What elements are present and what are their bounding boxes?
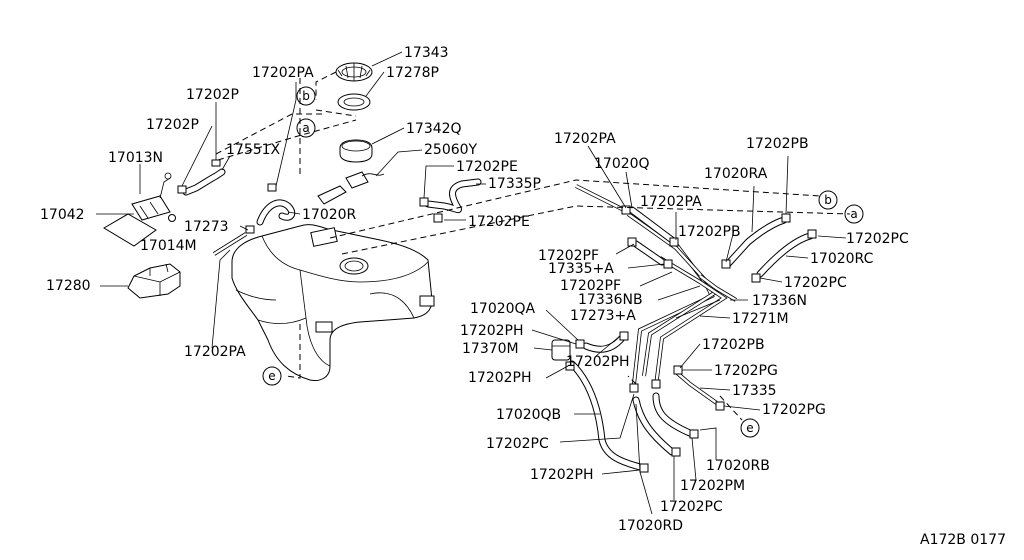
label-17202PF-1: 17202PF <box>538 248 599 264</box>
label-17020R: 17020R <box>302 207 357 223</box>
svg-text:b: b <box>302 89 310 103</box>
bracket-17280 <box>127 263 181 299</box>
callout-b-top: b <box>296 86 316 106</box>
label-17014M: 17014M <box>140 238 197 254</box>
label-17273A: 17273+A <box>570 308 636 324</box>
label-17202PA-top: 17202PA <box>252 65 314 81</box>
part-labels: 17343 17202PA 17278P 17202P 17202P 17342… <box>40 45 909 534</box>
callout-e-left: e <box>262 366 282 386</box>
clamps-right <box>565 205 817 473</box>
svg-text:a: a <box>302 121 309 135</box>
label-17202PH-2: 17202PH <box>566 354 630 370</box>
dashed-routing <box>215 71 851 421</box>
svg-text:b: b <box>824 193 832 207</box>
label-17336NB: 17336NB <box>578 292 643 308</box>
lock-ring-17343 <box>335 62 373 82</box>
label-17202PE-2: 17202PE <box>468 214 530 230</box>
label-17335A: 17335+A <box>548 261 614 277</box>
svg-text:e: e <box>746 421 753 435</box>
label-17202PC-3: 17202PC <box>486 436 549 452</box>
label-17335: 17335 <box>732 383 777 399</box>
clamps-left <box>177 159 277 234</box>
hose-17551X <box>182 168 226 196</box>
label-17202PA-r2: 17202PA <box>640 194 702 210</box>
label-17020QA: 17020QA <box>470 301 536 317</box>
label-17020RC: 17020RC <box>810 251 874 267</box>
label-17202PF-2: 17202PF <box>560 278 621 294</box>
hose-17020QA <box>582 334 626 353</box>
callout-a-top: a <box>296 118 316 138</box>
label-17202P-2: 17202P <box>146 117 199 133</box>
label-17202PB-2: 17202PB <box>746 136 809 152</box>
label-17202PC-1: 17202PC <box>846 231 909 247</box>
bracket-17014M <box>168 214 176 222</box>
hose-17020QB <box>568 360 648 472</box>
label-17202PG-2: 17202PG <box>762 402 826 418</box>
label-17202PM: 17202PM <box>680 478 745 494</box>
label-17280: 17280 <box>46 278 91 294</box>
sender-unit-17342Q <box>339 139 373 163</box>
fuel-pump-25060Y <box>317 171 385 205</box>
hose-17020RB <box>652 392 696 438</box>
label-17020QB: 17020QB <box>496 407 561 423</box>
label-17202PB-1: 17202PB <box>678 224 741 240</box>
label-17202PE-1: 17202PE <box>456 159 518 175</box>
label-17273: 17273 <box>184 219 229 235</box>
label-17202PA-r1: 17202PA <box>554 131 616 147</box>
label-17551X: 17551X <box>226 142 281 158</box>
label-17202P-1: 17202P <box>186 87 239 103</box>
callout-b-right: b <box>818 190 838 210</box>
hose-17020R <box>256 199 296 226</box>
label-17042: 17042 <box>40 207 85 223</box>
label-17013N: 17013N <box>108 150 163 166</box>
label-17202PC-4: 17202PC <box>660 499 723 515</box>
tube-17335 <box>674 370 720 406</box>
label-17202PH-3: 17202PH <box>468 370 532 386</box>
tube-17273 <box>212 232 248 256</box>
label-17335P: 17335P <box>488 176 541 192</box>
label-17020RB: 17020RB <box>706 458 770 474</box>
hose-17020RC <box>756 232 814 278</box>
packing-17278P <box>337 93 371 111</box>
reference-code: A172B 0177 <box>920 532 1006 548</box>
hose-17335A <box>632 240 666 266</box>
label-17202PA-left: 17202PA <box>184 344 246 360</box>
callout-a-right: a <box>844 204 864 224</box>
label-17343: 17343 <box>404 45 449 61</box>
fuel-pump-assembly-17042 <box>103 172 172 247</box>
label-17336N: 17336N <box>752 293 807 309</box>
label-17202PB-3: 17202PB <box>702 337 765 353</box>
label-17342Q: 17342Q <box>406 121 462 137</box>
svg-text:a: a <box>850 207 857 221</box>
label-17202PH-1: 17202PH <box>460 323 524 339</box>
label-17370M: 17370M <box>462 341 519 357</box>
hose-17020RD <box>632 396 676 456</box>
label-17278P: 17278P <box>386 65 439 81</box>
label-25060Y: 25060Y <box>424 142 478 158</box>
callout-e-right: e <box>740 418 760 438</box>
fuel-tank <box>231 224 435 381</box>
label-17202PC-2: 17202PC <box>784 275 847 291</box>
label-17202PG-1: 17202PG <box>714 363 778 379</box>
label-17202PH-4: 17202PH <box>530 467 594 483</box>
label-17020Q: 17020Q <box>594 156 650 172</box>
leader-lines <box>96 51 847 515</box>
hose-17020Q <box>628 206 676 244</box>
label-17020RD: 17020RD <box>618 518 683 534</box>
label-17271M: 17271M <box>732 311 789 327</box>
hose-17020RA <box>724 216 788 268</box>
label-17020RA: 17020RA <box>704 166 768 182</box>
svg-text:e: e <box>268 369 275 383</box>
